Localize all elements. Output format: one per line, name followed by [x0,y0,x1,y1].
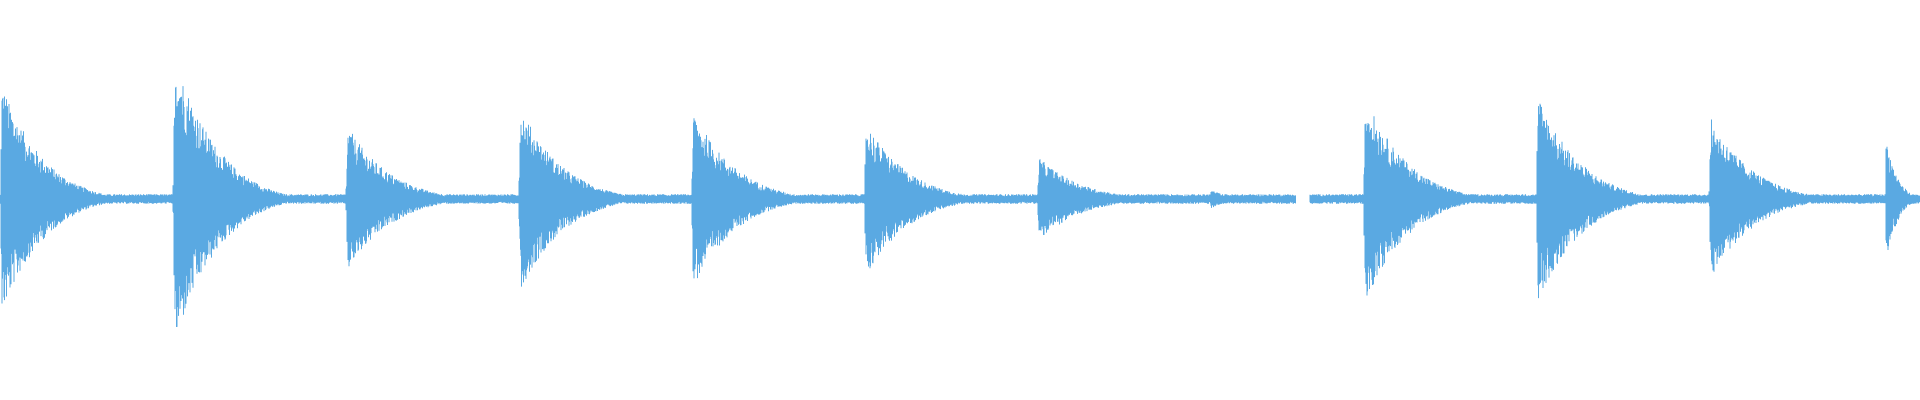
waveform-trace [0,86,1920,327]
